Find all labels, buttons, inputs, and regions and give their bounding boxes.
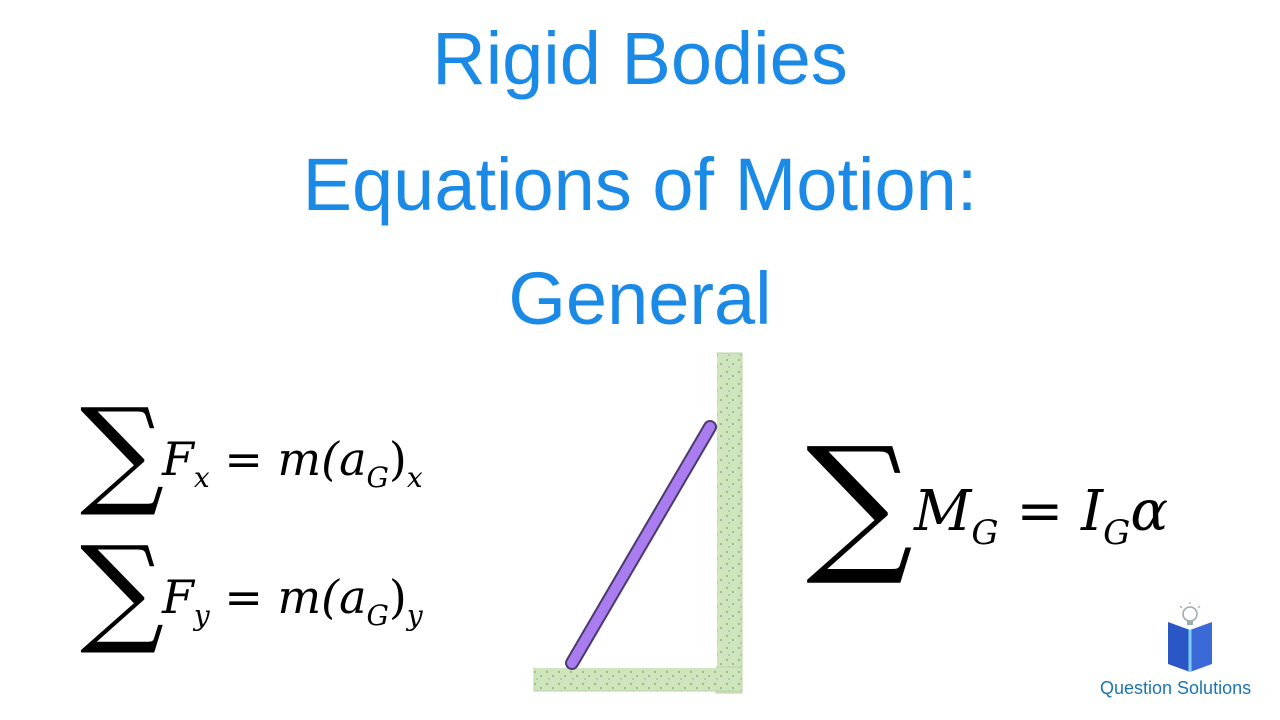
equation-term: Fy = m(aG)y [162, 570, 423, 632]
wall [715, 352, 743, 694]
title-line-2: Equations of Motion: [302, 143, 978, 226]
rod-against-wall-diagram [533, 352, 743, 694]
logo-text: Question Solutions [1100, 678, 1252, 698]
floor [533, 666, 743, 692]
question-solutions-logo-icon [1168, 602, 1212, 672]
equation-term: MG = IGα [914, 479, 1169, 553]
summation-symbol: ∑ [806, 416, 914, 590]
title-line-1: Rigid Bodies [432, 17, 848, 100]
equation-term: Fx = m(aG)x [162, 432, 423, 494]
rod-fill [567, 422, 715, 668]
summation-symbol: ∑ [80, 520, 165, 658]
summation-symbol: ∑ [80, 382, 165, 520]
title-line-3: General [508, 257, 772, 340]
